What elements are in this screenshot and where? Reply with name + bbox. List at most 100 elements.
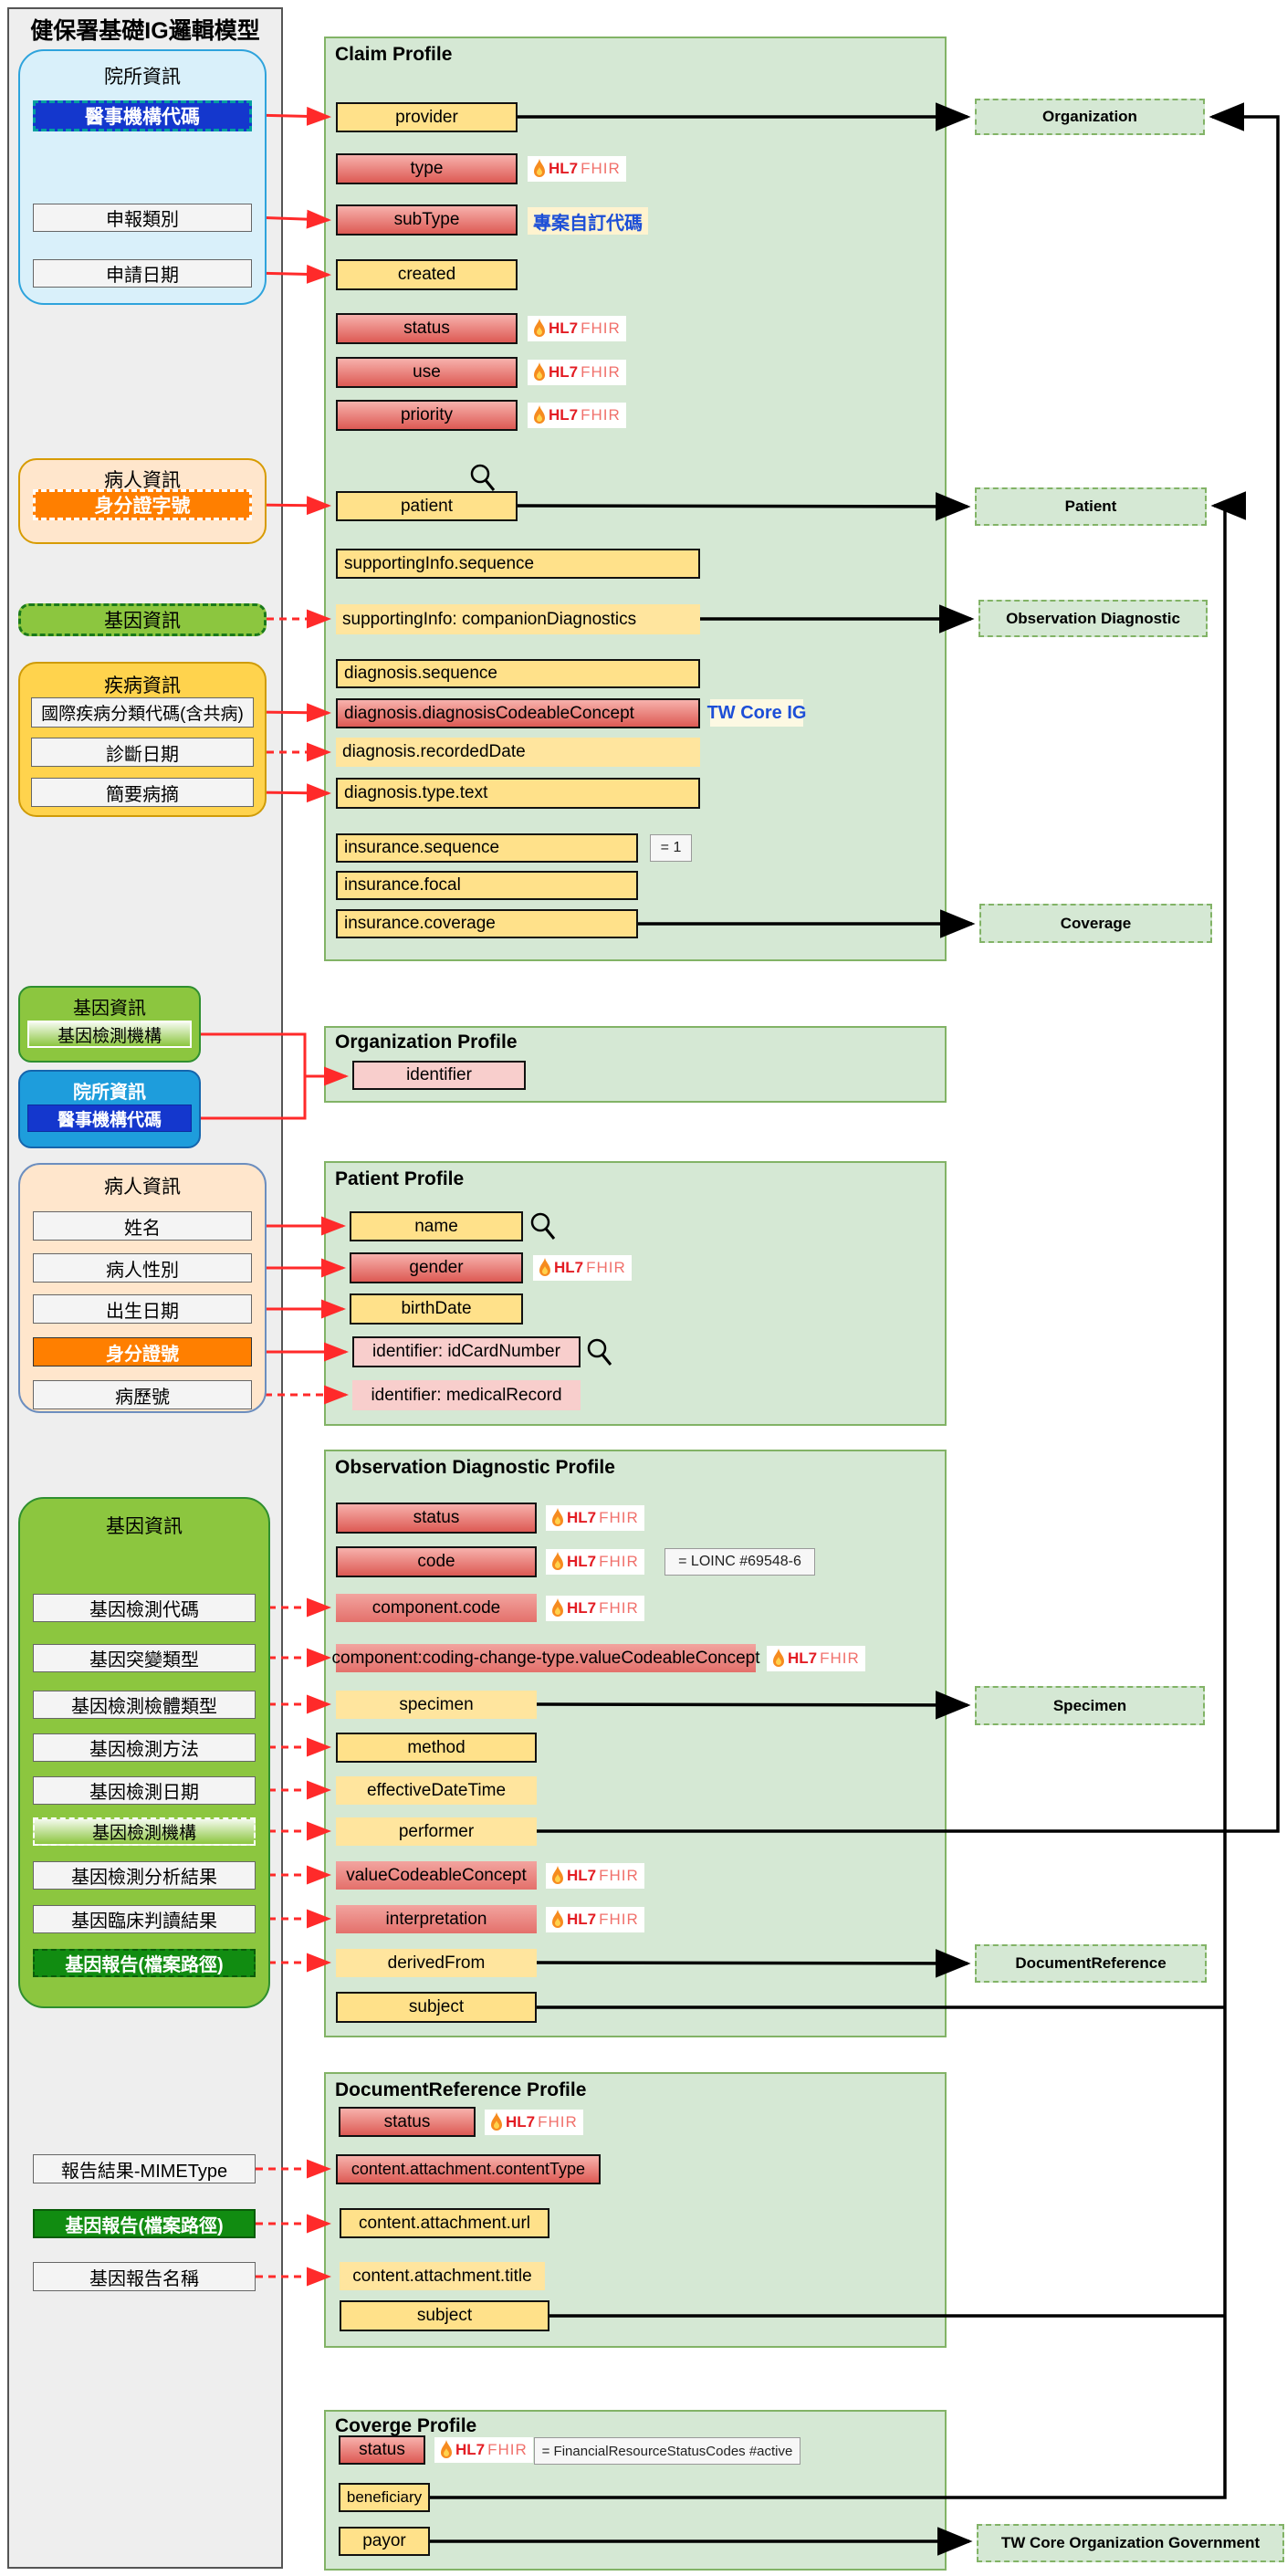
sidebar-item-gene-test-code: 基因檢測代碼: [33, 1594, 256, 1622]
field-patient-idcardnumber: identifier: idCardNumber: [352, 1336, 581, 1367]
field-patient-name: name: [350, 1211, 523, 1241]
field-claim-diagnosis-codeableconcept: diagnosis.diagnosisCodeableConcept: [336, 698, 700, 728]
field-claim-priority: priority: [336, 400, 518, 431]
panel-title-observation: Observation Diagnostic Profile: [335, 1457, 615, 1478]
hl7-label: HL7: [549, 319, 579, 337]
field-coverage-status: status: [339, 2435, 425, 2465]
field-obs-interpretation: interpretation: [336, 1905, 537, 1933]
group-title: 院所資訊: [104, 67, 181, 88]
flame-icon: [552, 1598, 563, 1617]
fhir-label: FHIR: [599, 1553, 639, 1570]
resource-organization: Organization: [975, 99, 1205, 135]
resource-documentreference: DocumentReference: [975, 1944, 1207, 1983]
group-title: 疾病資訊: [104, 675, 181, 696]
field-obs-performer: performer: [336, 1817, 537, 1846]
sidebar-item-gene-test-org-2: 基因檢測機構: [33, 1817, 256, 1846]
sidebar-item-claim-type: 申報類別: [33, 204, 252, 232]
fhir-label: FHIR: [581, 319, 621, 337]
field-claim-insurance-focal: insurance.focal: [336, 871, 638, 900]
field-coverage-payor: payor: [339, 2527, 430, 2556]
flame-icon: [552, 1866, 563, 1884]
sidebar-item-summary: 簡要病摘: [31, 778, 254, 807]
resource-coverage: Coverage: [979, 904, 1212, 943]
group-title: 基因資訊: [73, 999, 146, 1019]
flame-icon: [773, 1649, 784, 1667]
field-claim-created: created: [336, 259, 518, 290]
sidebar-item-gene-info: 基因資訊: [18, 603, 267, 636]
hl7-label: HL7: [567, 1599, 597, 1617]
sidebar-item-gene-clinical-result: 基因臨床判讀結果: [33, 1905, 256, 1933]
fixed-value-loinc: = LOINC #69548-6: [664, 1548, 815, 1576]
field-claim-insurance-coverage: insurance.coverage: [336, 909, 638, 938]
fhir-label: FHIR: [599, 1599, 639, 1617]
sidebar-item-icd-code: 國際疾病分類代碼(含共病): [31, 697, 254, 728]
note-tw-core-ig: TW Core IG: [707, 699, 806, 727]
sidebar-item-gene-test-org-1: 基因檢測機構: [27, 1021, 192, 1048]
search-icon-idcard: [587, 1338, 612, 1366]
sidebar-item-birth-date: 出生日期: [33, 1294, 252, 1324]
sidebar-item-gene-mutation-type: 基因突變類型: [33, 1644, 256, 1672]
field-obs-code: code: [336, 1546, 537, 1577]
panel-title-docref: DocumentReference Profile: [335, 2079, 587, 2100]
field-obs-effectivedatetime: effectiveDateTime: [336, 1776, 537, 1805]
fhir-label: FHIR: [599, 1509, 639, 1526]
field-docref-contenttype: content.attachment.contentType: [336, 2154, 601, 2184]
group-title: 病人資訊: [104, 470, 181, 491]
sidebar-item-gene-report-path-2: 基因報告(檔案路徑): [33, 2209, 256, 2238]
hl7-label: HL7: [554, 1259, 584, 1276]
sidebar-item-gene-report-path-1: 基因報告(檔案路徑): [33, 1949, 256, 1977]
fhir-label: FHIR: [599, 1911, 639, 1928]
flame-icon: [534, 319, 545, 337]
field-obs-valuecodeableconcept: valueCodeableConcept: [336, 1861, 537, 1890]
fhir-label: FHIR: [581, 406, 621, 424]
flame-icon: [534, 405, 545, 424]
field-claim-type: type: [336, 153, 518, 184]
note-custom-project-code: 專案自訂代碼: [528, 207, 648, 235]
flame-icon: [552, 1910, 563, 1928]
hl7-label: HL7: [567, 1509, 597, 1526]
field-docref-url: content.attachment.url: [340, 2208, 549, 2238]
field-obs-coding-change-type: component:coding-change-type.valueCodeab…: [332, 1644, 760, 1672]
field-patient-gender: gender: [350, 1252, 523, 1283]
fhir-label: FHIR: [586, 1259, 626, 1276]
field-obs-specimen: specimen: [336, 1691, 537, 1719]
field-obs-component-code: component.code: [336, 1594, 537, 1622]
sidebar-item-mime-type: 報告結果-MIMEType: [33, 2154, 256, 2183]
flame-icon: [491, 2112, 502, 2131]
hl7-label: HL7: [549, 160, 579, 177]
search-icon-name: [530, 1212, 556, 1240]
sidebar-item-medical-record-no: 病歷號: [33, 1380, 252, 1409]
field-claim-supportinginfo-sequence: supportingInfo.sequence: [336, 549, 700, 579]
group-title: 院所資訊: [73, 1083, 146, 1103]
fhir-label: FHIR: [581, 363, 621, 381]
hl7-label: HL7: [788, 1649, 818, 1667]
group-title: 病人資訊: [104, 1177, 181, 1198]
field-docref-status: status: [339, 2107, 476, 2137]
panel-title-claim: Claim Profile: [335, 44, 453, 65]
resource-patient: Patient: [975, 487, 1207, 526]
sidebar-item-id-number: 身分證號: [33, 1337, 252, 1367]
fhir-label: FHIR: [820, 1649, 860, 1667]
hl7-label: HL7: [567, 1553, 597, 1570]
sidebar-item-gene-analysis-result: 基因檢測分析結果: [33, 1861, 256, 1890]
field-patient-birthdate: birthDate: [350, 1293, 523, 1325]
sidebar-item-gender: 病人性別: [33, 1253, 252, 1283]
hl7-label: HL7: [549, 363, 579, 381]
flame-icon: [534, 159, 545, 177]
field-claim-status: status: [336, 313, 518, 344]
fixed-value-financial-status: = FinancialResourceStatusCodes #active: [534, 2437, 800, 2465]
field-coverage-beneficiary: beneficiary: [339, 2483, 430, 2512]
fhir-label: FHIR: [487, 2441, 528, 2458]
field-claim-subtype: subType: [336, 204, 518, 236]
field-obs-subject: subject: [336, 1992, 537, 2023]
group-title: 基因資訊: [106, 1516, 183, 1537]
